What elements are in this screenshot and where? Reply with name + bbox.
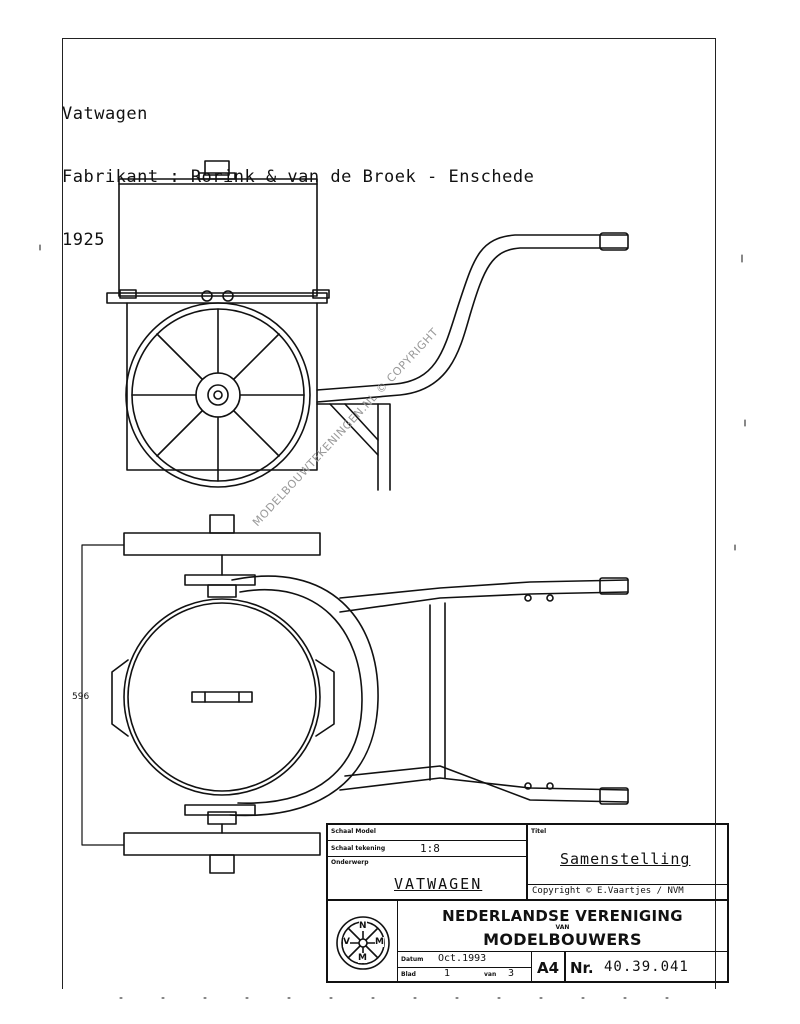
top-view	[81, 514, 629, 874]
blad-value: 1	[444, 968, 451, 979]
logo-letter-m2: M	[358, 953, 367, 963]
titel-label: Titel	[531, 828, 547, 835]
arm-lower	[339, 777, 629, 791]
nr-label: Nr.	[570, 959, 594, 977]
lid-handle-plan	[191, 691, 253, 703]
datum-value: Oct.1993	[438, 953, 487, 964]
header-manufacturer: Fabrikant : Rorink & van de Broek - Ensc…	[62, 167, 535, 187]
dimension-value: 596	[72, 692, 90, 702]
dimension-line	[81, 544, 125, 846]
arm-upper	[339, 579, 629, 599]
blad-label: Blad	[401, 971, 416, 978]
barrel-side-handle-left	[111, 659, 129, 737]
nvm-logo: N V M M	[328, 901, 398, 981]
barrel-base-rail	[106, 292, 328, 304]
drawing-number: 40.39.041	[604, 959, 689, 975]
side-view	[106, 160, 629, 491]
bottom-wheel-plan	[123, 832, 321, 856]
paper-format: A4	[532, 951, 566, 981]
datum-label: Datum	[401, 956, 424, 963]
van-label: van	[484, 971, 497, 978]
barrel-body	[118, 178, 318, 297]
van-value: 3	[508, 968, 515, 979]
header-year: 1925	[62, 230, 105, 250]
drawing-frame	[62, 38, 716, 989]
titel-value: Samenstelling	[560, 850, 691, 868]
org-line-3: MODELBOUWERS	[483, 930, 642, 949]
logo-letter-m1: M	[375, 937, 384, 947]
scan-marks	[39, 244, 746, 999]
onderwerp-label: Onderwerp	[331, 859, 369, 866]
barrel-side-handle-right	[315, 659, 335, 737]
side-wheel	[125, 302, 311, 488]
schaal-tekening-value: 1:8	[420, 842, 440, 855]
header-title: Vatwagen	[62, 104, 148, 124]
org-line-2: VAN	[555, 924, 570, 931]
organisation-name: NEDERLANDSE VERENIGING VAN MODELBOUWERS	[398, 901, 727, 951]
handle-grip	[599, 232, 629, 251]
title-block: Schaal Model Schaal tekening 1:8 Onderwe…	[326, 823, 729, 983]
push-handle	[316, 234, 629, 391]
barrel-top	[123, 598, 321, 796]
schaal-model-label: Schaal Model	[331, 828, 376, 835]
org-line-1: NEDERLANDSE VERENIGING	[442, 907, 683, 925]
top-wheel-plan	[123, 532, 321, 556]
logo-letter-v: V	[343, 937, 350, 947]
frame-crescent	[229, 575, 379, 817]
lid-handle	[204, 160, 230, 176]
onderwerp-value: VATWAGEN	[394, 875, 483, 893]
drawing-header: Vatwagen Fabrikant : Rorink & van de Bro…	[62, 62, 534, 272]
logo-letter-n: N	[359, 921, 367, 931]
copyright-note: Copyright © E.Vaartjes / NVM	[532, 886, 684, 896]
schaal-tekening-label: Schaal tekening	[331, 845, 386, 852]
nvm-logo-mark	[336, 916, 390, 970]
leg-stand	[316, 403, 391, 491]
